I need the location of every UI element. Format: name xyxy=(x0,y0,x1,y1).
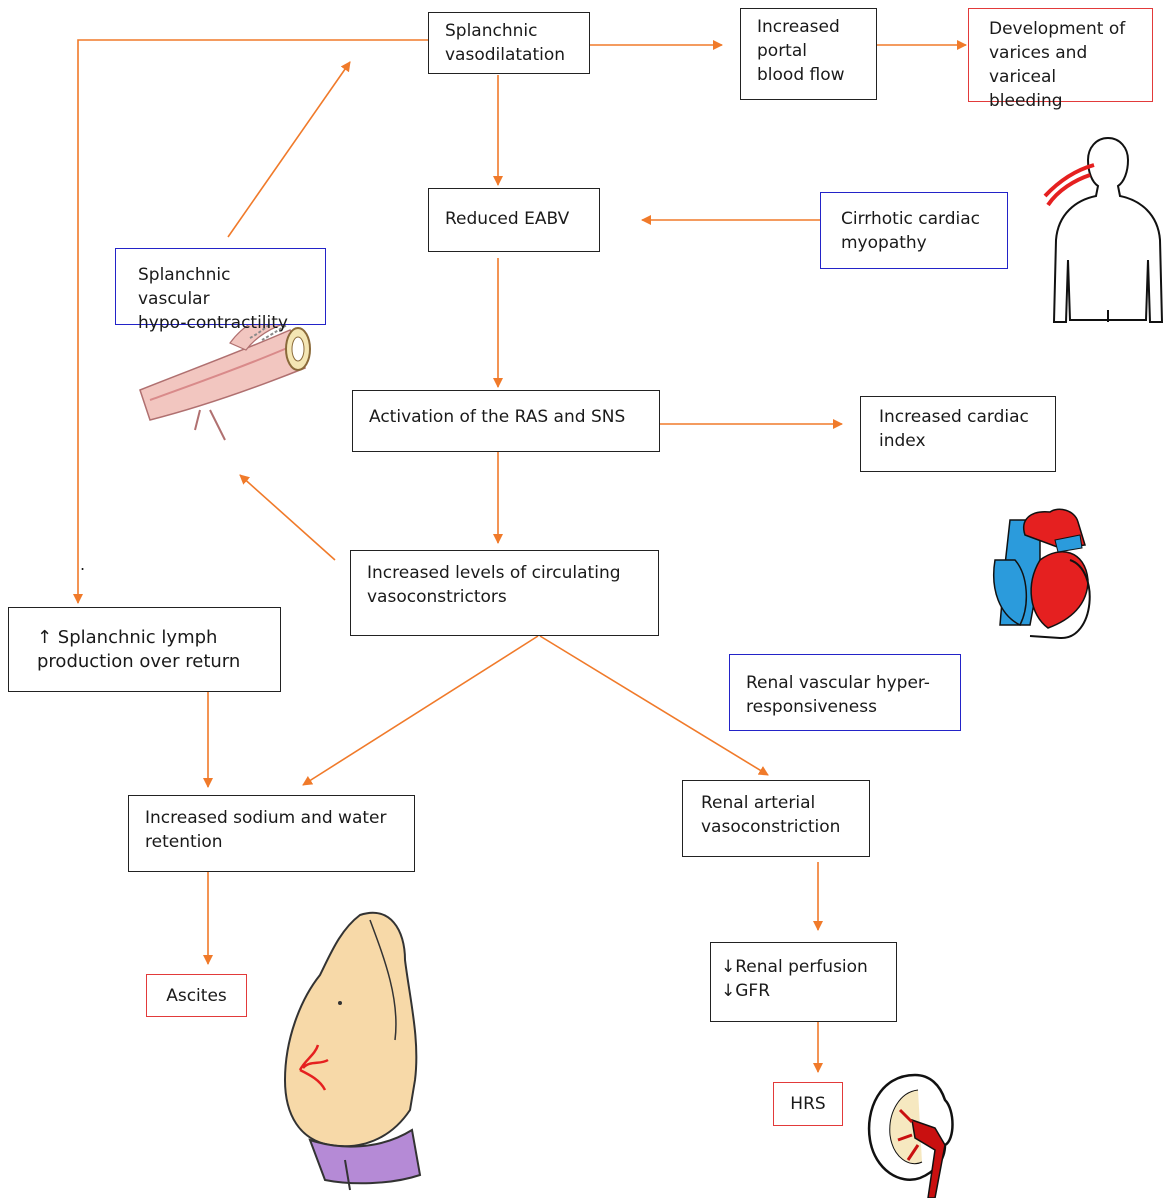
kidney-illustration xyxy=(869,1075,952,1198)
node-circulating-vasoconstrictors: Increased levels of circulating vasocons… xyxy=(350,550,659,636)
stray-mark: . xyxy=(80,555,85,574)
node-increased-portal-blood-flow: Increased portal blood flow xyxy=(740,8,877,100)
node-renal-perfusion-gfr: ↓Renal perfusion ↓GFR xyxy=(710,942,897,1022)
ascites-abdomen-illustration xyxy=(285,913,420,1190)
node-sodium-water-retention: Increased sodium and water retention xyxy=(128,795,415,872)
node-splanchnic-vasodilatation: Splanchnic vasodilatation xyxy=(428,12,590,74)
node-splanchnic-vascular-hypo-contractility: Splanchnic vascular hypo-contractility xyxy=(115,248,326,325)
arrow-vasoconstrictors-to-hypocontractility xyxy=(240,475,335,560)
node-cirrhotic-cardiac-myopathy: Cirrhotic cardiac myopathy xyxy=(820,192,1008,269)
arrow-hypocontractility-to-vasodilatation xyxy=(228,62,350,237)
node-hrs: HRS xyxy=(773,1082,843,1126)
node-activation-ras-sns: Activation of the RAS and SNS xyxy=(352,390,660,452)
node-splanchnic-lymph: ↑ Splanchnic lymph production over retur… xyxy=(8,607,281,692)
human-bleeding-illustration xyxy=(1045,138,1162,322)
node-renal-vascular-hyper-responsiveness: Renal vascular hyper- responsiveness xyxy=(729,654,961,731)
node-renal-arterial-vasoconstriction: Renal arterial vasoconstriction xyxy=(682,780,870,857)
arrow-vasoconstrictors-to-sodium xyxy=(303,636,538,785)
node-increased-cardiac-index: Increased cardiac index xyxy=(860,396,1056,472)
node-varices-bleeding: Development of varices and variceal blee… xyxy=(968,8,1153,102)
heart-illustration xyxy=(994,509,1090,638)
node-reduced-eabv: Reduced EABV xyxy=(428,188,600,252)
node-ascites: Ascites xyxy=(146,974,247,1017)
